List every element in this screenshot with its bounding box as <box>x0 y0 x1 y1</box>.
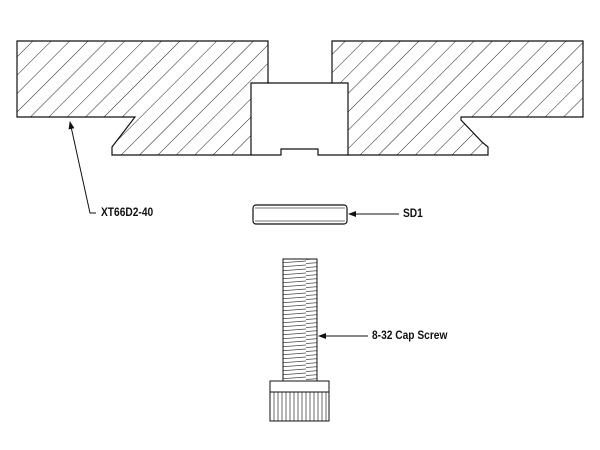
screw-label: 8-32 Cap Screw <box>372 328 448 342</box>
bore-bottom <box>251 148 348 156</box>
plate-section-right <box>331 40 584 156</box>
cap-screw <box>269 258 330 422</box>
spacer-label: SD1 <box>403 206 423 220</box>
plate-leader <box>68 121 96 214</box>
spacer-sd1 <box>252 204 348 225</box>
plate-section-left <box>16 40 269 156</box>
plate-label: XT66D2-40 <box>101 205 154 219</box>
